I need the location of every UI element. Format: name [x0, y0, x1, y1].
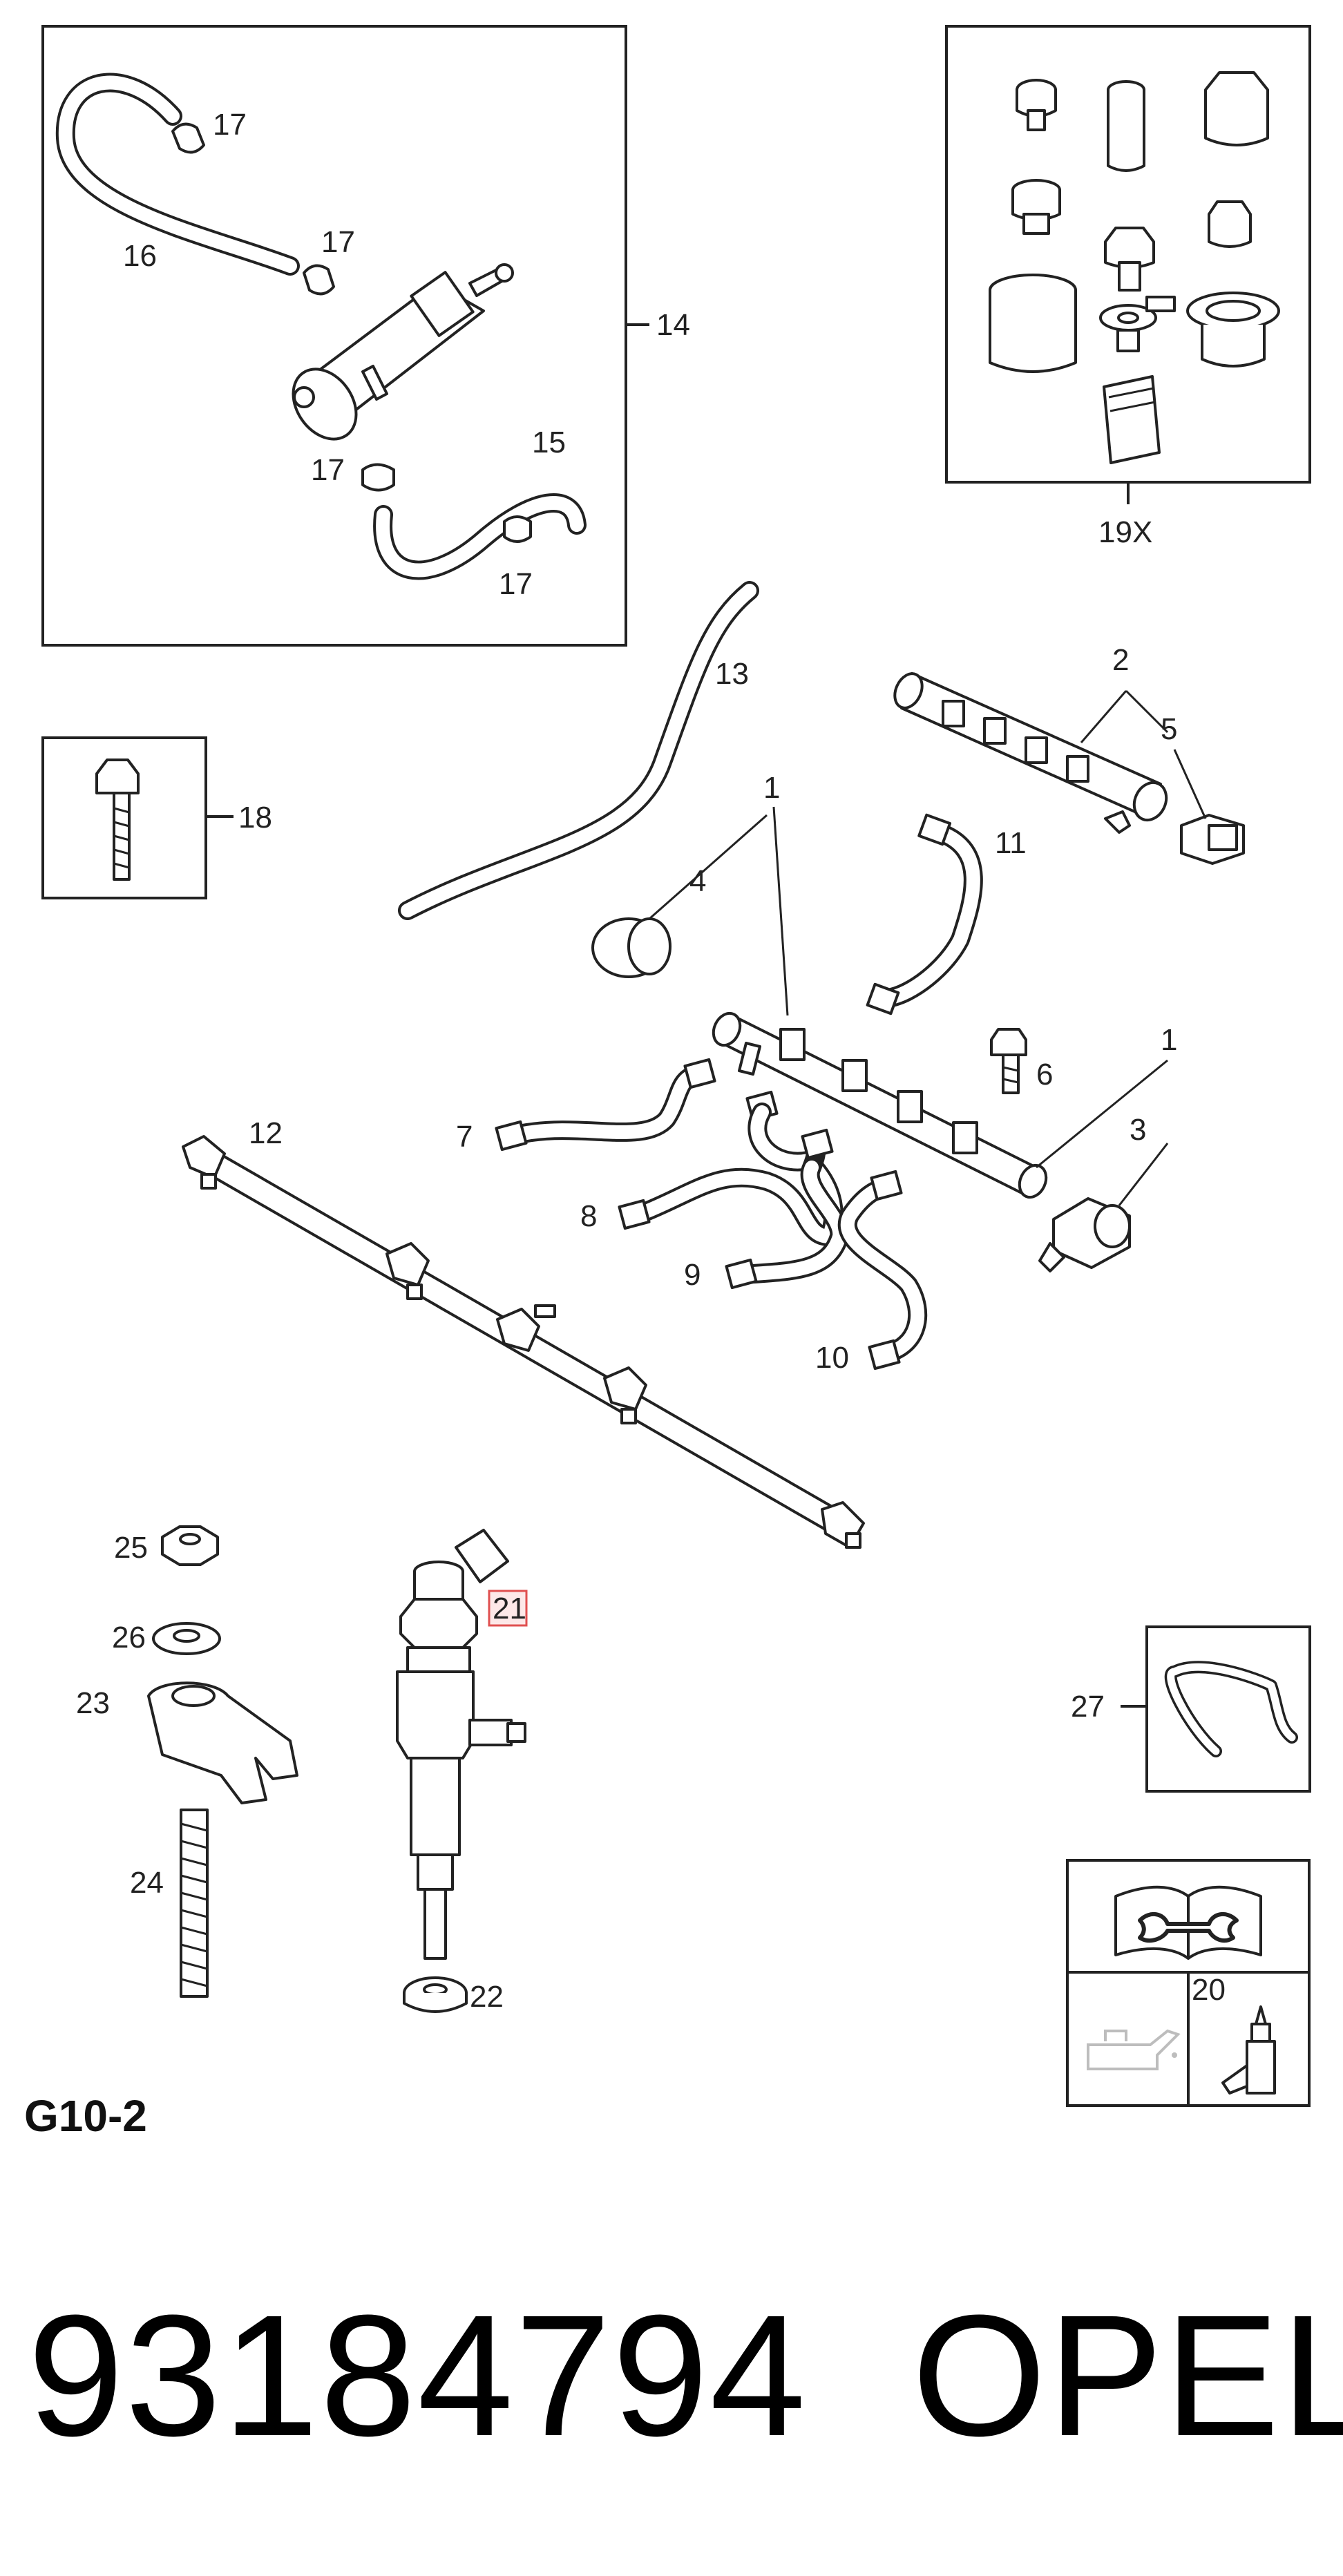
pipe-13	[398, 581, 759, 920]
manual-book-icon	[1114, 1885, 1262, 1960]
callout-21: 21	[493, 1592, 526, 1625]
hose-15	[373, 493, 587, 580]
callout-7: 7	[456, 1120, 473, 1154]
callout-10: 10	[815, 1341, 849, 1375]
callout-17-c: 17	[311, 453, 345, 487]
callout-16: 16	[123, 239, 157, 273]
clamp-17-c	[361, 463, 395, 492]
callout-1-a: 1	[763, 771, 780, 805]
service-info-box: 20	[1066, 1859, 1311, 2107]
kit-screw-cap	[1104, 227, 1155, 292]
callout-17-a: 17	[213, 108, 247, 142]
oil-can-icon	[1087, 2029, 1181, 2070]
fuel-line-10	[838, 1170, 928, 1371]
fuel-line-9	[725, 1128, 850, 1290]
kit-bushing	[1011, 179, 1061, 235]
callout-23: 23	[76, 1686, 110, 1720]
fuel-rail-2	[893, 672, 1168, 834]
pressure-sensor-5	[1180, 814, 1245, 865]
stud-24	[180, 1809, 209, 1998]
callout-18: 18	[238, 801, 272, 834]
part-number: 93184794	[28, 2279, 807, 2472]
clamp-17-d	[503, 515, 532, 543]
injector-clamp-23	[147, 1681, 298, 1804]
bolt-18	[95, 759, 140, 881]
callout-19x: 19X	[1098, 515, 1152, 549]
grease-tube-20-icon	[1221, 2005, 1276, 2095]
bolt-6	[990, 1028, 1027, 1094]
hose-27	[1164, 1661, 1298, 1757]
kit-sleeve-tall	[1107, 80, 1145, 172]
pressure-valve-3	[1038, 1197, 1131, 1272]
group-18-box: 18	[41, 736, 272, 899]
kit-small-cap	[1208, 200, 1252, 248]
callout-12: 12	[249, 1116, 283, 1150]
group-27-box: 27	[1071, 1625, 1311, 1793]
kit-booklet	[1103, 375, 1161, 464]
callout-4: 4	[689, 864, 706, 898]
diagram-reference-code: G10-2	[24, 2091, 147, 2141]
kit-flange-cup	[1186, 292, 1280, 368]
kit-washer-tab	[1099, 296, 1176, 352]
callout-9: 9	[684, 1258, 701, 1292]
vacuum-pump	[292, 263, 514, 441]
clamp-17-b	[303, 264, 335, 296]
nut-25	[161, 1525, 219, 1566]
highlight-callout-21: 21	[488, 1590, 528, 1627]
fuel-line-7	[495, 1058, 716, 1152]
callout-22: 22	[470, 1980, 504, 2014]
callout-25: 25	[114, 1531, 148, 1565]
callout-5: 5	[1161, 712, 1177, 746]
callout-6: 6	[1036, 1058, 1053, 1091]
hose-16	[55, 73, 300, 276]
seal-washer-22	[403, 1976, 468, 2013]
callout-27: 27	[1071, 1690, 1105, 1724]
callout-24: 24	[130, 1866, 164, 1900]
kit-cap-small	[1016, 79, 1057, 131]
clamp-17-a	[171, 122, 205, 154]
callout-15: 15	[532, 426, 566, 459]
group-19x-box: 19X	[945, 25, 1311, 549]
callout-26: 26	[112, 1621, 146, 1654]
callout-14: 14	[656, 308, 690, 342]
injector-21	[396, 1529, 526, 1960]
callout-3: 3	[1130, 1113, 1146, 1147]
kit-cylinder	[989, 274, 1077, 373]
callout-2: 2	[1112, 643, 1129, 677]
callout-20: 20	[1192, 1973, 1226, 2007]
group-14-box: 14 16 17 17 15	[41, 25, 690, 647]
callout-17-d: 17	[499, 567, 533, 601]
callout-8: 8	[580, 1199, 597, 1233]
leak-off-line-12	[182, 1135, 865, 1549]
fuel-line-11	[866, 813, 983, 1015]
washer-26	[152, 1622, 221, 1655]
callout-13: 13	[715, 657, 749, 691]
kit-cap-large	[1204, 71, 1269, 146]
fuel-rail-1	[712, 1011, 1048, 1199]
callout-17-b: 17	[321, 225, 355, 259]
callout-1-b: 1	[1161, 1023, 1177, 1057]
fuel-line-8	[618, 1090, 844, 1246]
brand-name: OPEL	[912, 2279, 1343, 2472]
clamp-4	[591, 917, 672, 978]
callout-11: 11	[995, 826, 1027, 860]
